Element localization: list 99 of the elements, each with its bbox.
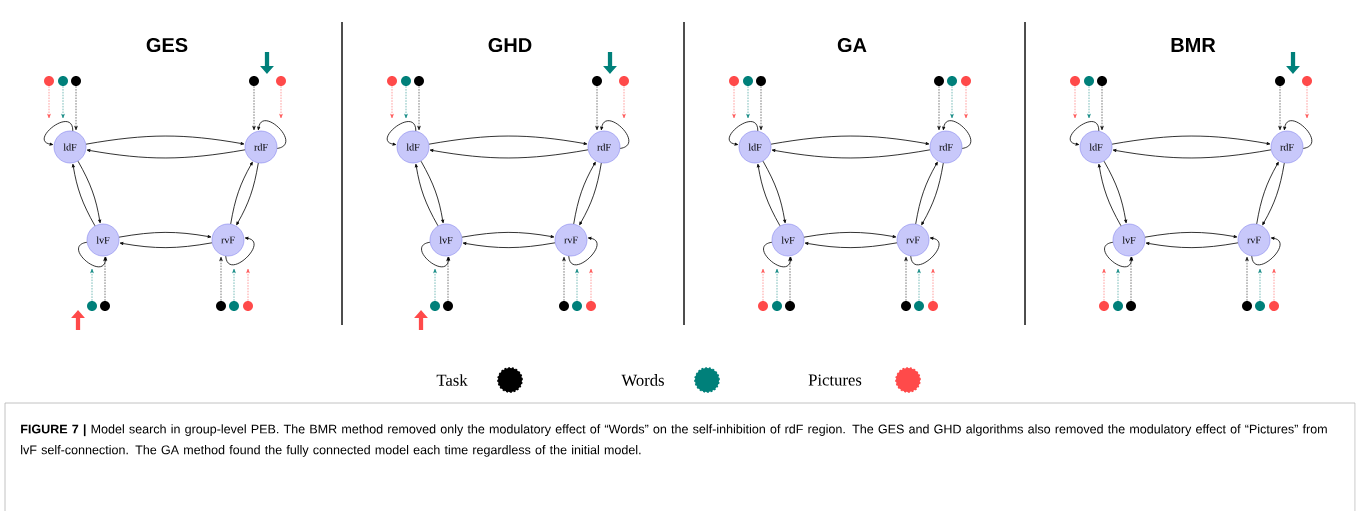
arrow — [1112, 149, 1272, 159]
arrow — [1278, 86, 1282, 131]
arrow — [414, 163, 439, 227]
arrow — [589, 268, 593, 301]
arrow — [61, 86, 65, 119]
arrow — [921, 162, 944, 226]
arrow — [1116, 268, 1120, 301]
arrow — [1129, 256, 1133, 301]
arrow — [803, 232, 897, 238]
arrow — [252, 86, 256, 131]
legend-label: Task — [436, 374, 468, 386]
arrow — [761, 268, 765, 301]
arrow — [804, 242, 898, 249]
arrow — [1103, 160, 1128, 224]
arrow — [1100, 86, 1104, 131]
arrow — [462, 242, 556, 249]
arrow — [74, 86, 78, 131]
arrow — [1104, 241, 1134, 268]
arrow — [421, 241, 451, 268]
arrow — [43, 121, 74, 146]
arrow — [433, 268, 437, 301]
arrow — [429, 149, 589, 159]
arrow — [562, 256, 566, 301]
arrow — [1283, 120, 1313, 149]
arrow — [230, 161, 253, 225]
arrow — [47, 86, 51, 119]
arrow — [90, 268, 94, 301]
panel-title: GHD — [488, 37, 532, 53]
arrow — [1245, 256, 1249, 301]
arrow — [964, 86, 968, 119]
arrow — [579, 162, 602, 226]
arrow — [910, 236, 940, 266]
panel-title: GES — [146, 37, 188, 53]
arrow — [573, 161, 596, 225]
arrow — [746, 86, 750, 119]
arrow — [759, 86, 763, 131]
arrow — [1102, 268, 1106, 301]
arrow — [257, 120, 287, 149]
arrow — [232, 268, 236, 301]
arrow — [1069, 121, 1100, 146]
arrow — [428, 135, 588, 145]
arrow — [771, 149, 931, 159]
arrow — [417, 86, 421, 131]
arrow — [788, 256, 792, 301]
arrow — [1262, 162, 1285, 226]
arrow — [279, 86, 283, 119]
arrow — [78, 241, 108, 268]
arrow — [420, 160, 445, 224]
arrow — [915, 161, 938, 225]
arrow — [1097, 163, 1122, 227]
arrow — [390, 86, 394, 119]
arrow — [1087, 86, 1091, 119]
arrow — [1073, 86, 1077, 119]
arrow — [600, 120, 630, 149]
arrow — [931, 268, 935, 301]
arrow — [446, 256, 450, 301]
arrow — [71, 163, 96, 227]
arrow — [236, 162, 259, 226]
arrow — [575, 268, 579, 301]
arrow — [595, 86, 599, 131]
arrow — [775, 268, 779, 301]
arrow — [225, 236, 255, 266]
arrow — [1305, 86, 1309, 119]
arrow — [118, 232, 212, 238]
arrow — [1258, 268, 1262, 301]
arrow — [386, 121, 417, 146]
arrow — [763, 241, 793, 268]
arrow — [1251, 236, 1281, 266]
arrow — [246, 268, 250, 301]
arrow — [904, 256, 908, 301]
arrow — [568, 236, 598, 266]
arrow — [732, 86, 736, 119]
arrow — [1256, 161, 1279, 225]
arrow — [86, 149, 246, 159]
arrow — [1145, 242, 1239, 249]
panel-title: BMR — [1171, 38, 1216, 52]
arrow — [756, 163, 781, 227]
arrow — [1272, 268, 1276, 301]
arrow — [942, 120, 972, 149]
arrow — [728, 121, 759, 146]
arrow — [103, 256, 107, 301]
arrow — [622, 86, 626, 119]
arrow — [950, 86, 954, 119]
legend-label: Words — [621, 374, 664, 386]
arrow — [461, 232, 555, 238]
legend-label: Pictures — [808, 374, 862, 386]
arrow — [219, 256, 223, 301]
caption: FIGURE 7 | Model search in group-level PEB. The BMR method removed only the modulatory effect of “Words” on the self-inhibition of rdF region. The GES and GHD algorithms also removed the modulatory effect of “Pictures” from lvF self-connection. The GA method found the fully connected model each time regardless of the initial model. — [4, 402, 1356, 511]
arrow — [404, 86, 408, 119]
panel-title: GA — [837, 37, 867, 53]
arrow — [85, 135, 245, 145]
arrow — [1111, 135, 1271, 145]
arrow — [937, 86, 941, 131]
arrow — [762, 160, 787, 224]
arrow — [119, 242, 213, 249]
arrow — [770, 135, 930, 145]
arrow — [917, 268, 921, 301]
arrow — [77, 160, 102, 224]
arrow — [1144, 232, 1238, 238]
